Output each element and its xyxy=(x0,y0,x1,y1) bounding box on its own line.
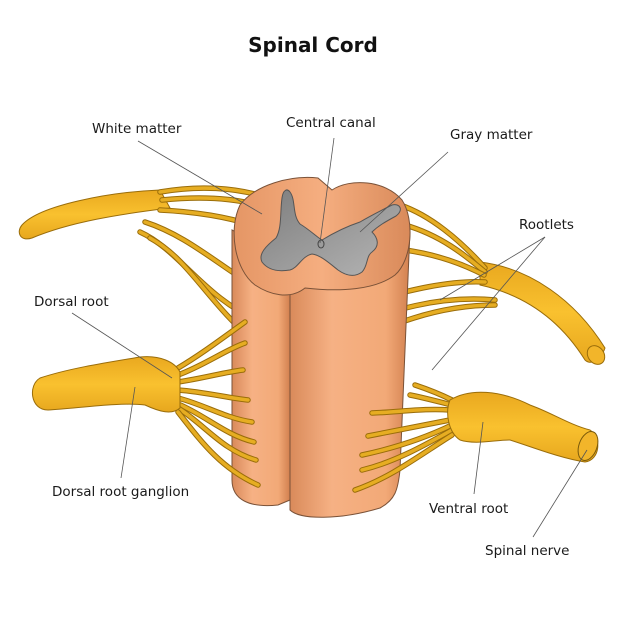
ventral-root-shape xyxy=(447,391,599,463)
central-canal-shape xyxy=(317,239,325,249)
dorsal-root-ganglion-shape xyxy=(32,356,181,413)
leader-gray-matter xyxy=(359,151,449,233)
label-white-matter: White matter xyxy=(92,121,182,137)
spinal-cord xyxy=(231,176,411,518)
leader-dorsal-root-ganglion xyxy=(120,386,136,479)
leader-white-matter xyxy=(137,140,263,215)
label-gray-matter: Gray matter xyxy=(450,127,533,143)
upper-right-nerve-end xyxy=(586,345,606,365)
leader-rootlets-upper xyxy=(439,236,546,301)
leader-ventral-root xyxy=(473,421,484,495)
label-spinal-nerve: Spinal nerve xyxy=(485,543,569,559)
gray-matter-region xyxy=(260,189,401,276)
leader-dorsal-root xyxy=(71,312,173,379)
label-central-canal: Central canal xyxy=(286,115,376,131)
leader-central-canal xyxy=(319,137,335,244)
cord-cross-section xyxy=(233,176,411,296)
lower-right-rootlets xyxy=(352,382,455,493)
label-rootlets: Rootlets xyxy=(519,217,574,233)
cord-left-column xyxy=(231,229,291,507)
leader-lines xyxy=(71,137,588,538)
lower-left-rootlets xyxy=(175,319,261,488)
upper-left-nerve xyxy=(18,185,265,348)
label-dorsal-root-ganglion: Dorsal root ganglion xyxy=(52,484,189,500)
lower-right-nerve xyxy=(352,382,599,493)
cord-right-column xyxy=(289,229,411,518)
leader-spinal-nerve xyxy=(532,449,588,538)
lower-left-nerve xyxy=(32,319,261,488)
label-ventral-root: Ventral root xyxy=(429,501,508,517)
label-dorsal-root: Dorsal root xyxy=(34,294,109,310)
diagram-title: Spinal Cord xyxy=(248,33,378,57)
upper-right-nerve xyxy=(332,202,606,365)
leader-rootlets-lower xyxy=(431,236,546,371)
spinal-nerve-end xyxy=(577,431,599,461)
